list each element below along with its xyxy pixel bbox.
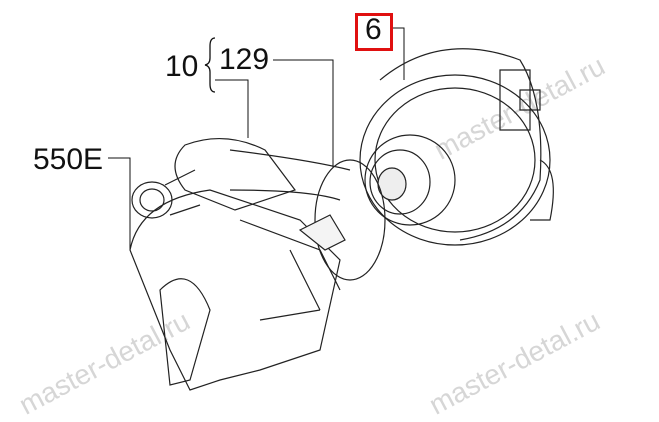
leader-lines [108, 27, 405, 250]
callout-550E: 550E [33, 143, 104, 176]
housing-part-550E [129, 189, 346, 391]
highlight-box [355, 13, 393, 51]
hose-part [131, 138, 296, 219]
callout-129: 129 [219, 43, 270, 76]
callout-10: 10 [165, 50, 199, 83]
heater-volute-part-129 [229, 149, 386, 281]
callout-6: 6 [365, 13, 382, 46]
motor-part-6 [359, 48, 554, 246]
